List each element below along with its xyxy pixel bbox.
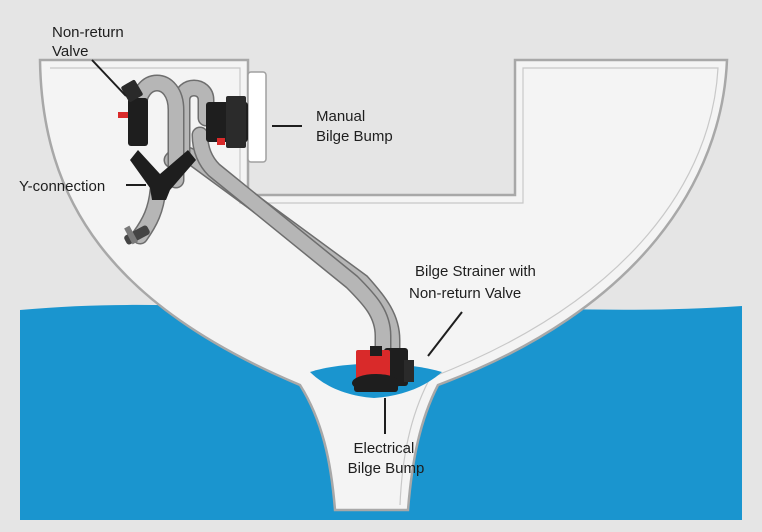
label-electrical-pump-line1: Electrical [353, 440, 414, 457]
non-return-valve [118, 79, 148, 146]
label-strainer: Bilge Strainer with Non-return Valve [409, 263, 540, 302]
label-non-return-valve-line2: Valve [52, 43, 88, 60]
y-connection-fitting [130, 150, 196, 200]
label-electrical-pump: Electrical Bilge Bump [348, 440, 425, 477]
label-non-return-valve-line1: Non-return [52, 24, 124, 41]
label-manual-pump-line1: Manual [316, 108, 365, 125]
label-non-return-valve: Non-return Valve [52, 24, 128, 60]
electrical-bilge-pump [352, 346, 400, 392]
label-strainer-line1: Bilge Strainer with [415, 263, 536, 280]
leader-lines [91, 59, 463, 434]
label-strainer-line2: Non-return Valve [409, 285, 521, 302]
leader-strainer [427, 311, 463, 357]
hose-strainer [193, 128, 390, 365]
label-manual-pump-line2: Bilge Bump [316, 128, 393, 145]
hull-inner-line [50, 67, 719, 506]
leader-non-return-valve [91, 59, 127, 97]
label-y-connection: Y-connection [19, 178, 105, 195]
through-hull-fitting [124, 225, 150, 245]
label-electrical-pump-line2: Bilge Bump [348, 460, 425, 477]
label-manual-pump: Manual Bilge Bump [316, 108, 393, 145]
mounting-plate [247, 71, 267, 163]
manual-bilge-pump [206, 96, 248, 148]
